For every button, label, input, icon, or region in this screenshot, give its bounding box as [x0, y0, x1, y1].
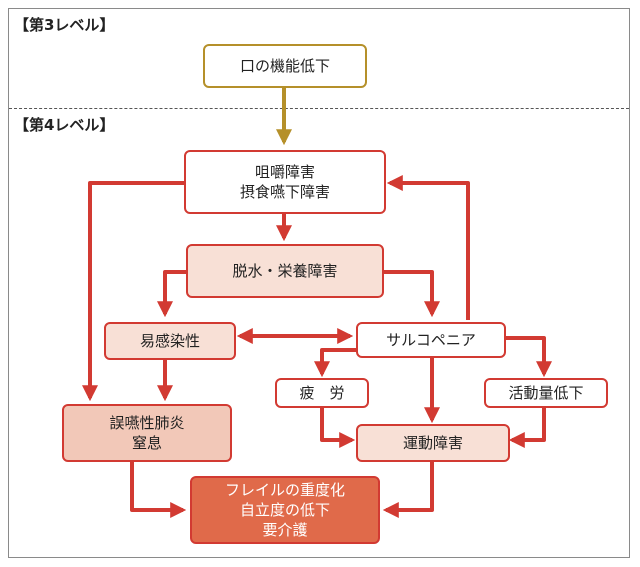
node-pneumonia-line1: 誤嚥性肺炎 — [109, 414, 185, 432]
node-oral-decline: 口の機能低下 — [203, 44, 367, 88]
node-pneumonia-line2: 窒息 — [131, 434, 162, 452]
node-infection-label: 易感染性 — [139, 332, 200, 350]
node-motor: 運動障害 — [356, 424, 510, 462]
level-divider — [9, 108, 629, 109]
node-chewing-line2: 摂食嚥下障害 — [239, 183, 330, 201]
arrow-pneumonia-to-frailty — [130, 462, 187, 518]
node-infection: 易感染性 — [104, 322, 236, 360]
node-oral-decline-label: 口の機能低下 — [239, 57, 330, 75]
node-motor-label: 運動障害 — [402, 434, 463, 452]
node-dehydration-label: 脱水・栄養障害 — [232, 262, 338, 280]
node-fatigue-label: 疲 労 — [299, 384, 345, 402]
node-dehydration: 脱水・栄養障害 — [186, 244, 384, 298]
arrow-sarcopenia-to-activity — [505, 336, 552, 378]
node-sarcopenia-label: サルコペニア — [386, 331, 476, 349]
node-pneumonia: 誤嚥性肺炎 窒息 — [62, 404, 232, 462]
arrow-sarcopenia-to-chewing — [386, 175, 470, 320]
arrow-sarcopenia-to-fatigue — [314, 348, 362, 378]
node-frailty: フレイルの重度化 自立度の低下 要介護 — [190, 476, 380, 544]
arrow-activity-to-motor — [508, 408, 546, 448]
arrow-dehydration-to-sarcopenia — [384, 270, 440, 318]
node-frailty-line3: 要介護 — [262, 521, 308, 539]
node-chewing: 咀嚼障害 摂食嚥下障害 — [184, 150, 386, 214]
node-fatigue: 疲 労 — [275, 378, 369, 408]
diagram-frame — [8, 8, 630, 558]
node-activity-label: 活動量低下 — [508, 384, 584, 402]
node-frailty-line1: フレイルの重度化 — [224, 481, 345, 499]
node-activity: 活動量低下 — [484, 378, 608, 408]
node-frailty-line2: 自立度の低下 — [239, 501, 330, 519]
arrow-fatigue-to-motor — [320, 408, 356, 448]
level3-label: 【第3レベル】 — [14, 16, 115, 34]
arrow-dehydration-to-infection — [157, 270, 186, 318]
arrow-chewing-to-pneumonia — [82, 181, 184, 402]
node-sarcopenia: サルコペニア — [356, 322, 506, 358]
arrow-motor-to-frailty — [382, 462, 434, 518]
node-chewing-line1: 咀嚼障害 — [254, 163, 315, 181]
level4-label: 【第4レベル】 — [14, 116, 115, 134]
